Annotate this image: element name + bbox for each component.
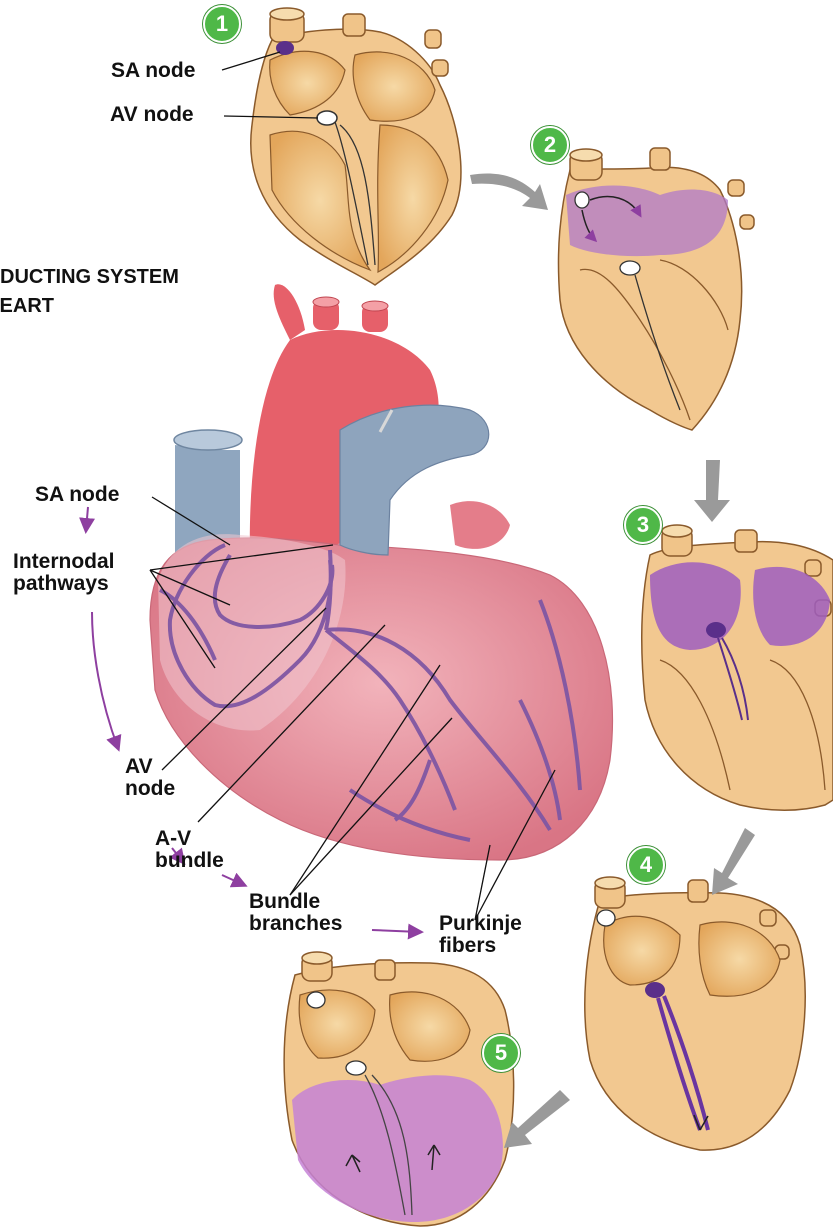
step5-heart-section xyxy=(284,952,514,1226)
step-badge-1: 1 xyxy=(203,5,241,43)
step4-heart-section xyxy=(585,877,805,1150)
label-av-bundle: A-V bundle xyxy=(155,828,224,872)
diagram-title-line2: IEART xyxy=(0,293,54,319)
step1-heart-section xyxy=(251,8,461,285)
main-heart xyxy=(150,284,613,860)
step-badge-5: 5 xyxy=(482,1034,520,1072)
label-step1-av-node: AV node xyxy=(110,104,194,126)
label-step1-sa-node: SA node xyxy=(111,60,195,82)
diagram-title-line1: DUCTING SYSTEM xyxy=(0,264,179,290)
step-badge-3: 3 xyxy=(624,506,662,544)
label-purkinje-fibers: Purkinje fibers xyxy=(439,913,522,957)
label-av-node: AV node xyxy=(125,756,175,800)
step3-heart-section xyxy=(642,525,833,810)
step2-heart-section xyxy=(558,148,754,430)
label-internodal-pathways: Internodal pathways xyxy=(13,551,115,595)
label-sa-node: SA node xyxy=(35,484,119,506)
step-badge-4: 4 xyxy=(627,846,665,884)
step-badge-2: 2 xyxy=(531,126,569,164)
label-bundle-branches: Bundle branches xyxy=(249,891,342,935)
